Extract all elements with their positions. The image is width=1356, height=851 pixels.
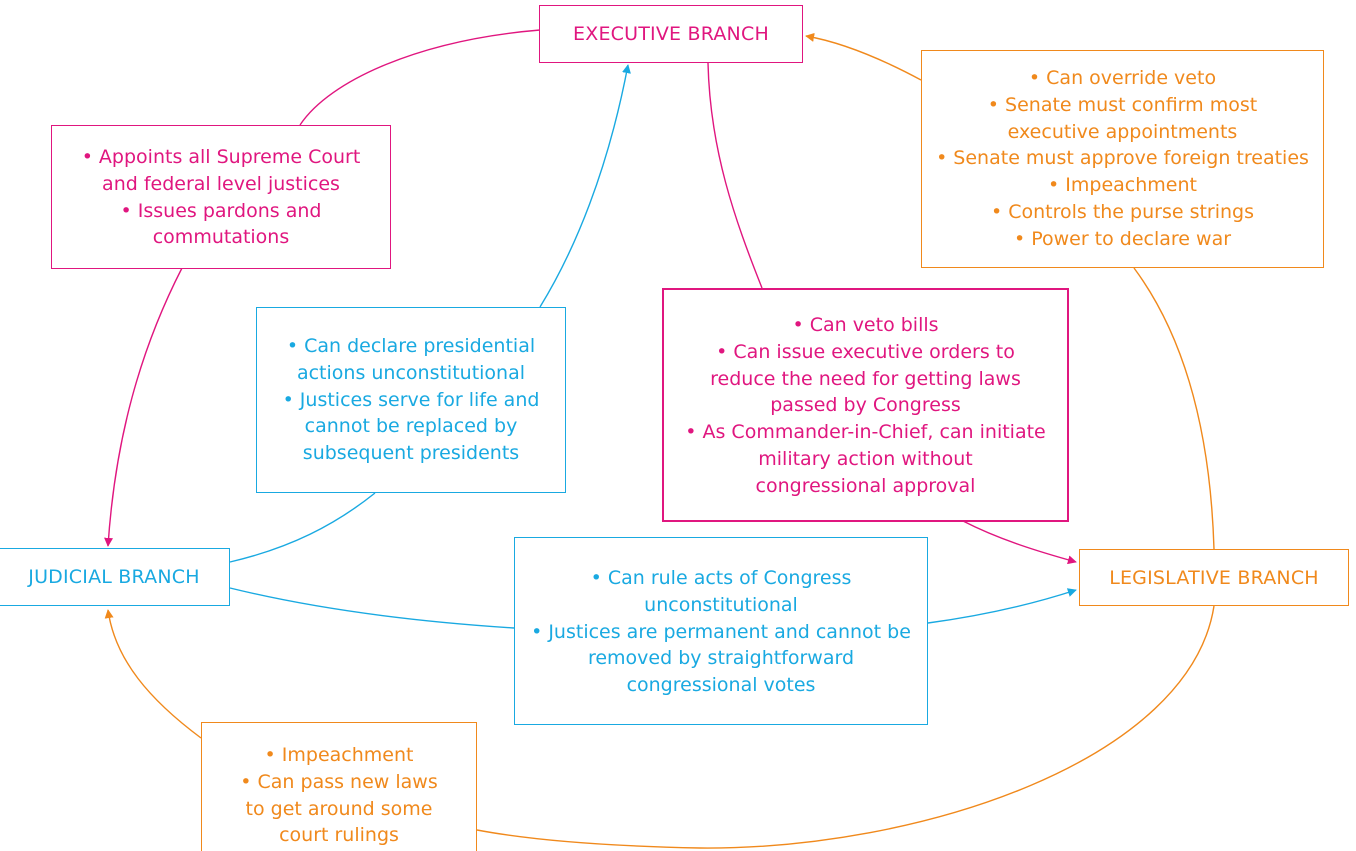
legislative-branch-box: LEGISLATIVE BRANCH bbox=[1079, 549, 1349, 606]
arrow-legislative-to-judicial bbox=[108, 606, 1215, 849]
check-line: • As Commander-in-Chief, can initiate bbox=[685, 421, 1046, 444]
check-line: • Can issue executive orders to bbox=[716, 340, 1015, 363]
check-line: • Impeachment bbox=[264, 744, 414, 766]
check-line: • Senate must approve foreign treaties bbox=[936, 147, 1309, 170]
arrow-legislative-to-executive bbox=[806, 36, 1215, 550]
check-line: congressional votes bbox=[626, 674, 816, 697]
judicial-checks-executive-box: • Can declare presidential actions uncon… bbox=[256, 307, 566, 493]
check-line: • Can declare presidential bbox=[286, 335, 536, 357]
check-line: to get around some bbox=[245, 797, 433, 820]
check-line: passed by Congress bbox=[770, 394, 961, 417]
check-line: • Issues pardons and bbox=[120, 199, 322, 222]
judicial-branch-box: JUDICIAL BRANCH bbox=[0, 548, 230, 606]
executive-checks-legislative-box: • Can veto bills • Can issue executive o… bbox=[662, 288, 1069, 522]
check-line: • Can override veto bbox=[1028, 67, 1217, 89]
check-line: removed by straightforward bbox=[587, 647, 855, 670]
check-line: • Can veto bills bbox=[792, 314, 939, 336]
check-line: • Appoints all Supreme Court bbox=[81, 146, 361, 168]
legislative-checks-judicial-box: • Impeachment • Can pass new laws to get… bbox=[201, 722, 477, 851]
executive-branch-box: EXECUTIVE BRANCH bbox=[539, 5, 803, 63]
arrow-judicial-to-legislative bbox=[229, 588, 1076, 629]
check-line: subsequent presidents bbox=[302, 442, 520, 465]
check-line: • Can rule acts of Congress bbox=[590, 567, 852, 589]
check-line: military action without bbox=[758, 447, 973, 470]
arrow-executive-to-judicial bbox=[108, 29, 541, 546]
check-line: unconstitutional bbox=[644, 593, 798, 616]
check-line: • Power to declare war bbox=[1013, 227, 1232, 250]
arrow-executive-to-legislative bbox=[707, 62, 1076, 562]
judicial-branch-label: JUDICIAL BRANCH bbox=[28, 566, 200, 588]
check-line: court rulings bbox=[279, 824, 399, 847]
executive-checks-judicial-box: • Appoints all Supreme Court and federal… bbox=[51, 125, 391, 269]
legislative-branch-label: LEGISLATIVE BRANCH bbox=[1109, 566, 1319, 589]
check-line: • Controls the purse strings bbox=[990, 200, 1255, 223]
arrow-judicial-to-executive bbox=[229, 65, 628, 563]
check-line: executive appointments bbox=[1007, 120, 1238, 143]
check-line: • Senate must confirm most bbox=[987, 93, 1258, 116]
check-line: • Justices are permanent and cannot be bbox=[531, 620, 911, 643]
executive-branch-label: EXECUTIVE BRANCH bbox=[573, 23, 769, 45]
legislative-checks-executive-box: • Can override veto • Senate must confir… bbox=[921, 50, 1324, 268]
check-line: actions unconstitutional bbox=[296, 361, 526, 384]
check-line: and federal level justices bbox=[102, 172, 340, 195]
check-line: reduce the need for getting laws bbox=[710, 367, 1021, 390]
judicial-checks-legislative-box: • Can rule acts of Congress unconstituti… bbox=[514, 537, 928, 725]
check-line: congressional approval bbox=[755, 474, 976, 497]
check-line: commutations bbox=[152, 226, 290, 249]
check-line: cannot be replaced by bbox=[304, 415, 518, 438]
check-line: • Impeachment bbox=[1048, 174, 1197, 197]
check-line: • Justices serve for life and bbox=[282, 388, 540, 411]
check-line: • Can pass new laws bbox=[240, 770, 438, 793]
